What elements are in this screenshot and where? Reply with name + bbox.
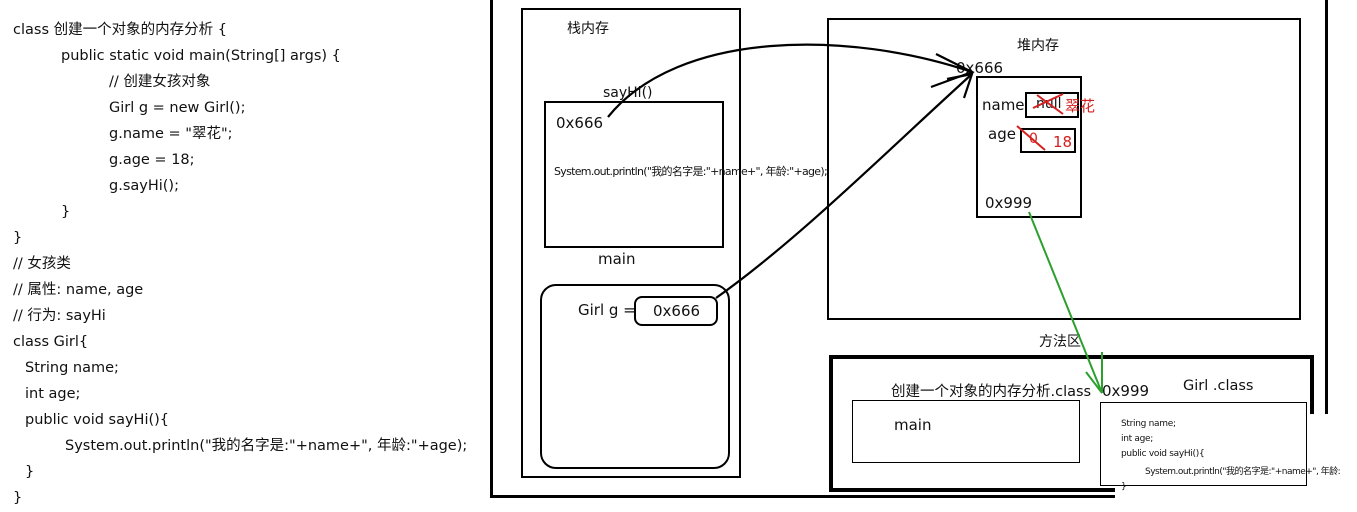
source-code-panel: class 创建一个对象的内存分析 { public static void m…	[0, 0, 488, 512]
class2-line: System.out.println("我的名字是:"+name+", 年龄:	[1145, 467, 1341, 477]
class1-title: 创建一个对象的内存分析.class	[891, 384, 1092, 400]
class2-address: 0x999	[1102, 382, 1150, 400]
code-line: g.sayHi();	[109, 178, 179, 194]
method-area-title: 方法区	[1039, 334, 1081, 350]
field-age-label: age	[988, 125, 1016, 143]
heap-class-ref: 0x999	[985, 194, 1033, 212]
heap-title: 堆内存	[1017, 38, 1059, 54]
code-comment: // 行为: sayHi	[13, 308, 106, 324]
code-comment: // 创建女孩对象	[109, 74, 211, 90]
sayhi-frame-statement: System.out.println("我的名字是:"+name+", 年龄:"…	[554, 165, 828, 178]
main-frame-label: main	[598, 250, 636, 268]
field-name-label: name	[982, 96, 1025, 114]
class2-line: public void sayHi(){	[1121, 449, 1205, 459]
class1-content: main	[894, 416, 932, 434]
field-age-new-value: 18	[1053, 133, 1073, 151]
memory-diagram: 栈内存 sayHi() 0x666 System.out.println("我的…	[488, 0, 1357, 512]
outer-frame	[490, 0, 1328, 498]
code-comment: // 属性: name, age	[13, 282, 144, 298]
class2-line: int age;	[1121, 434, 1153, 444]
code-line: public void sayHi(){	[25, 412, 170, 428]
main-var-value: 0x666	[653, 302, 701, 320]
class1-box	[852, 400, 1080, 463]
class2-box	[1100, 402, 1307, 486]
code-line: g.age = 18;	[109, 152, 195, 168]
main-var-cell	[634, 296, 718, 326]
code-line: public static void main(String[] args) {	[61, 48, 341, 64]
code-line: g.name = "翠花";	[109, 126, 233, 142]
code-line: int age;	[25, 386, 81, 402]
code-line: String name;	[25, 360, 119, 376]
code-line: class Girl{	[13, 334, 89, 350]
code-line: }	[61, 204, 71, 220]
class2-title: Girl .class	[1183, 378, 1254, 394]
field-name-new-value: 翠花	[1065, 97, 1096, 115]
stack-title: 栈内存	[567, 21, 609, 37]
code-line: }	[13, 230, 23, 246]
code-line: }	[25, 464, 35, 480]
code-line: }	[13, 490, 23, 506]
sayhi-frame-label: sayHi()	[603, 85, 653, 101]
heap-object-address: 0x666	[956, 59, 1004, 77]
main-frame	[540, 284, 730, 469]
class2-line: String name;	[1121, 419, 1176, 429]
field-age-old-value: 0	[1029, 131, 1038, 147]
field-name-old-value: null	[1036, 96, 1062, 112]
field-name-cell	[1025, 92, 1079, 118]
sayhi-frame-ref: 0x666	[556, 114, 604, 132]
class2-line: }	[1121, 482, 1127, 492]
main-var-label: Girl g =	[578, 301, 636, 319]
code-line: Girl g = new Girl();	[109, 100, 246, 116]
code-line: class 创建一个对象的内存分析 {	[13, 22, 227, 38]
code-line: System.out.println("我的名字是:"+name+", 年龄:"…	[65, 438, 468, 454]
code-comment: // 女孩类	[13, 256, 71, 272]
